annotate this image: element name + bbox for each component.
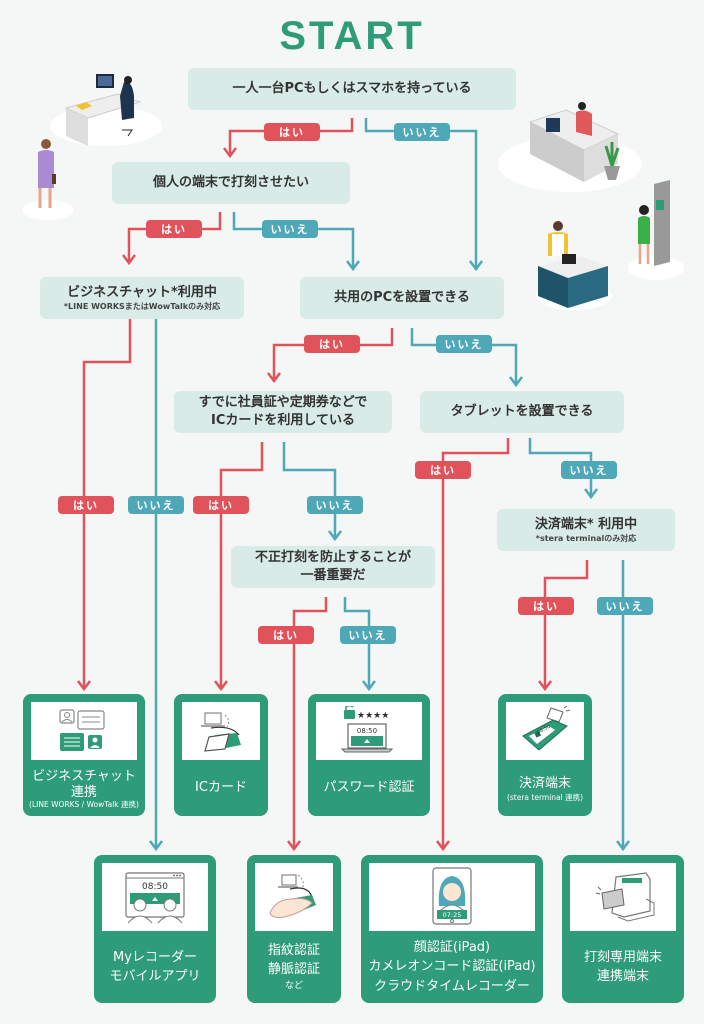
no-tag: いいえ (262, 220, 318, 238)
no-tag: いいえ (340, 626, 396, 644)
yes-tag: はい (304, 335, 360, 353)
result-ic-card[interactable]: ICカード (174, 694, 268, 816)
result-title-line2: 連携 (70, 785, 97, 801)
question-personal-device-punch: 個人の端末で打刻させたい (112, 162, 350, 204)
question-text-line1: すでに社員証や定期券などで (198, 395, 368, 411)
result-title-line1: 打刻専用端末 (583, 949, 662, 965)
connector-q5-yes (219, 442, 264, 688)
chat-icon (31, 702, 137, 760)
result-business-chat[interactable]: ビジネスチャット 連携 (LINE WORKS / WowTalk 連携) (23, 694, 145, 816)
face-recognition-tablet-icon: 07:25 (369, 863, 535, 931)
question-note: *stera terminalのみ対応 (535, 533, 637, 543)
no-tag: いいえ (561, 461, 617, 479)
time-clock-terminal-icon (570, 863, 676, 931)
clock-text: 07:25 (443, 911, 462, 919)
yes-tag: はい (415, 461, 471, 479)
yes-tag: はい (58, 496, 114, 514)
connector-q3-yes (82, 318, 132, 688)
question-text: 決済端末* 利用中 (534, 517, 638, 533)
result-title: パスワード認証 (323, 780, 415, 796)
no-tag: いいえ (307, 496, 363, 514)
svg-text:★★★★: ★★★★ (357, 711, 389, 721)
clock-text: 08:50 (357, 727, 377, 735)
connector-q6-yes (441, 438, 510, 848)
result-password[interactable]: ★★★★ 08:50 パスワード認証 (308, 694, 430, 816)
result-title-line2: 静脈認証 (267, 962, 320, 978)
password-laptop-icon: ★★★★ 08:50 (316, 702, 422, 760)
question-shared-pc: 共用のPCを設置できる (300, 277, 504, 319)
yes-tag: はい (518, 597, 574, 615)
kiosk-terminal-illustration (626, 180, 688, 284)
result-title-line1: 指紋認証 (267, 942, 320, 958)
question-fraud-prevention: 不正打刻を防止することが 一番重要だ (231, 546, 435, 588)
no-tag: いいえ (436, 335, 492, 353)
question-text: タブレットを設置できる (450, 404, 594, 420)
no-tag: いいえ (597, 597, 653, 615)
question-note: *LINE WORKSまたはWowTalkのみ対応 (63, 301, 221, 311)
yes-tag: はい (264, 123, 320, 141)
yes-tag: はい (258, 626, 314, 644)
result-title-line3: クラウドタイムレコーダー (374, 978, 530, 994)
result-subtitle: (LINE WORKS / WowTalk 連携) (29, 800, 139, 810)
result-note: など (284, 980, 303, 991)
question-payment-terminal: 決済端末* 利用中 *stera terminalのみ対応 (497, 509, 675, 551)
connector-q7-yes (543, 560, 589, 688)
no-tag: いいえ (394, 123, 450, 141)
question-ic-card: すでに社員証や定期券などで ICカードを利用している (174, 391, 392, 433)
question-text: 一人一台PCもしくはスマホを持っている (232, 81, 472, 97)
result-title-line1: Myレコーダー (113, 949, 197, 965)
question-tablet: タブレットを設置できる (420, 391, 624, 433)
connector-q8-yes (292, 597, 328, 848)
clock-text: 08:50 (142, 882, 168, 892)
result-title-line2: 連携端末 (596, 969, 649, 984)
question-business-chat: ビジネスチャット*利用中 *LINE WORKSまたはWowTalkのみ対応 (40, 277, 244, 319)
woman-with-phone-illustration (20, 134, 76, 224)
start-title: START (279, 14, 425, 58)
question-text-line1: 不正打刻を防止することが (254, 550, 411, 566)
result-title-line2: モバイルアプリ (109, 969, 201, 984)
yes-tag: はい (193, 496, 249, 514)
result-biometric[interactable]: 指紋認証 静脈認証 など (247, 855, 341, 1003)
result-title-line1: 顔認証(iPad) (413, 939, 491, 955)
reception-desk-illustration (496, 100, 652, 200)
question-text-line2: ICカードを利用している (211, 413, 355, 428)
question-text: 個人の端末で打刻させたい (152, 175, 309, 191)
ic-card-reader-icon (182, 702, 260, 760)
question-text: 共用のPCを設置できる (334, 290, 470, 306)
result-payment-terminal[interactable]: 08:50 決済端末 (stera terminal 連携) (498, 694, 592, 816)
result-title-line2: カメレオンコード認証(iPad) (368, 959, 536, 975)
result-dedicated-terminal[interactable]: 打刻専用端末 連携端末 (562, 855, 684, 1003)
result-my-recorder[interactable]: 08:50 Myレコーダー モバイルアプリ (94, 855, 216, 1003)
result-title: 決済端末 (518, 775, 571, 791)
cashier-counter-illustration (534, 216, 614, 312)
yes-tag: はい (146, 220, 202, 238)
fingerprint-reader-icon (255, 863, 333, 931)
result-subtitle: (stera terminal 連携) (506, 793, 584, 803)
question-own-device: 一人一台PCもしくはスマホを持っている (188, 68, 516, 110)
result-title: ICカード (195, 780, 247, 796)
office-desk-illustration (48, 60, 164, 150)
connector-q5-no (282, 442, 337, 538)
result-face-recognition[interactable]: 07:25 顔認証(iPad) カメレオンコード認証(iPad) クラウドタイム… (361, 855, 543, 1003)
question-text: ビジネスチャット*利用中 (67, 285, 217, 301)
payment-terminal-icon: 08:50 (506, 702, 584, 760)
result-title-line1: ビジネスチャット (32, 768, 136, 784)
mobile-app-icon: 08:50 (102, 863, 208, 931)
question-text-line2: 一番重要だ (300, 568, 366, 583)
no-tag: いいえ (128, 496, 184, 514)
connector-q8-no (343, 597, 371, 688)
